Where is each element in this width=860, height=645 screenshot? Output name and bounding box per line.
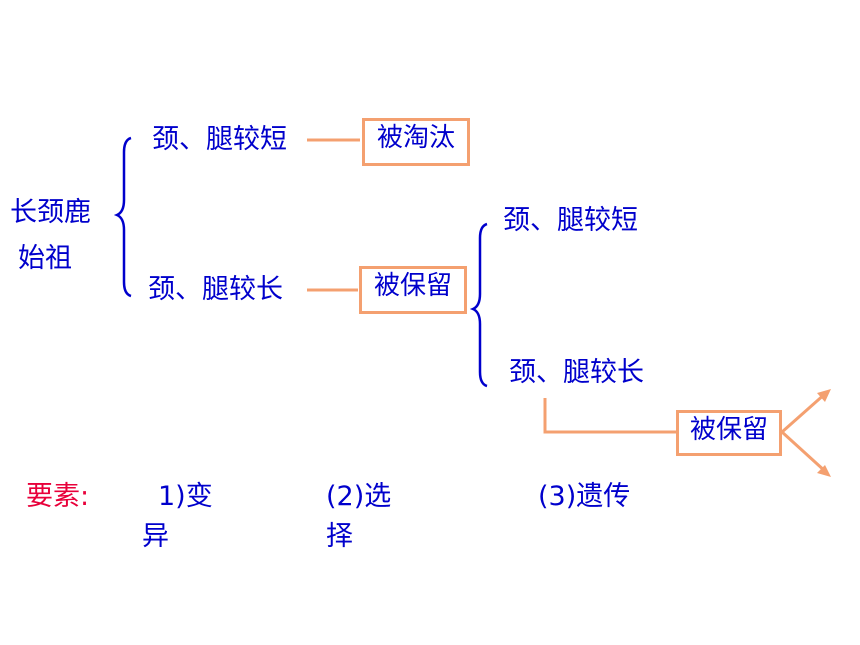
arrow-down-head [817, 465, 831, 477]
root-brace [113, 136, 132, 298]
root-line2: 始祖 [18, 243, 72, 274]
eliminated-box: 被淘汰 [362, 118, 470, 166]
branch2-lower-trait: 颈、腿较长 [509, 357, 644, 388]
factor1-part2: 异 [142, 521, 169, 552]
root-line1: 长颈鹿 [10, 197, 91, 228]
arrow-up [781, 391, 827, 434]
branch1-upper-trait: 颈、腿较短 [152, 124, 287, 155]
second-brace [469, 222, 488, 388]
branch2-upper-trait: 颈、腿较短 [503, 205, 638, 236]
arrow-down [780, 430, 828, 474]
connector-long2-to-kept [543, 398, 676, 434]
factor2-part2: 择 [326, 521, 353, 552]
arrow-up-head [817, 389, 831, 402]
factor1-part1: 1)变 [158, 481, 213, 512]
factor3-part1: (3)遗传 [538, 481, 631, 512]
factor2-part1: (2)选 [326, 481, 392, 512]
factors-label: 要素: [26, 481, 90, 512]
kept-box-2: 被保留 [676, 410, 782, 456]
kept-box-1: 被保留 [359, 266, 467, 314]
branch1-lower-trait: 颈、腿较长 [148, 274, 283, 305]
